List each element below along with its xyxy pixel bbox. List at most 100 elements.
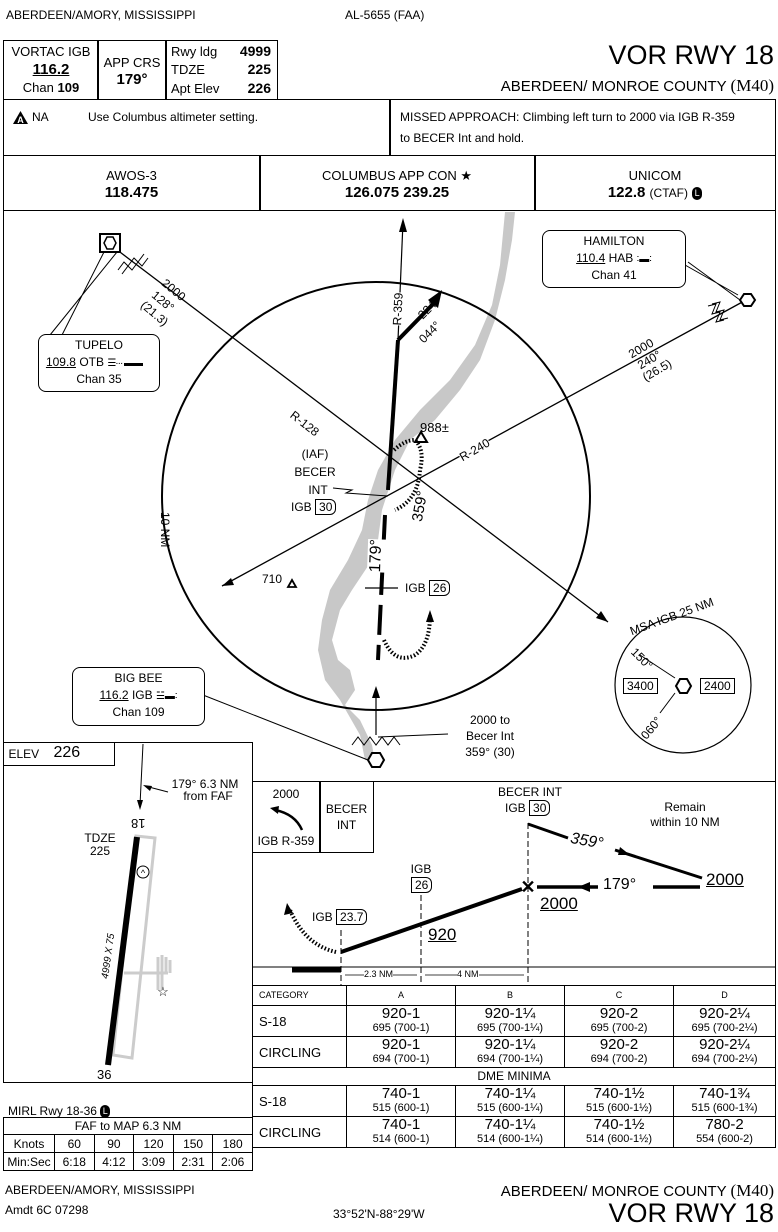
tupelo-break-icon xyxy=(117,253,149,275)
r240-arrowhead xyxy=(222,578,234,586)
faf-alt: 2000 xyxy=(540,894,578,913)
min-detail: 515 (600-1¼) xyxy=(476,1102,544,1114)
unicom-label: UNICOM xyxy=(628,168,682,183)
stepdown-dme: IGB 26 xyxy=(405,580,451,596)
airport-title: ABERDEEN/ MONROE COUNTY (M40) xyxy=(501,76,774,96)
missed-approach-line1: MISSED APPROACH: Climbing left turn to 2… xyxy=(400,110,735,124)
remain-line2: within 10 NM xyxy=(650,815,720,829)
time-value: 4:12 xyxy=(93,1152,135,1171)
final-course-line xyxy=(386,339,400,491)
tupelo-freq-line: 109.8 OTB ☰··· ▬▬ xyxy=(34,355,154,369)
elev-value: 226 xyxy=(53,743,81,761)
hamilton-navaid-box: HAMILTON 110.4 HAB ∶▬∶ Chan 41 xyxy=(542,230,686,288)
hold-arrowhead xyxy=(428,290,442,308)
min-detail: 695 (700-2) xyxy=(590,1022,648,1034)
msa-alt-east: 2400 xyxy=(700,678,735,694)
footer-airport-name: ABERDEEN/ MONROE COUNTY xyxy=(500,1183,727,1200)
rwy-ldg-label: Rwy ldg xyxy=(171,44,218,59)
min-value: 920-2 xyxy=(599,1036,639,1053)
min-detail: 695 (700-1¼) xyxy=(476,1022,544,1034)
min-value: 780-2 xyxy=(705,1116,744,1133)
profile-map-label: IGB xyxy=(312,910,333,924)
profile-sd-dme: 26 xyxy=(411,877,433,893)
tupelo-freq: 109.8 xyxy=(45,355,76,369)
bigbee-navaid-box: BIG BEE 116.2 IGB ☱▬∶ Chan 109 xyxy=(72,667,205,726)
hamilton-freq-line: 110.4 HAB ∶▬∶ xyxy=(543,251,685,265)
becer-iaf: (IAF) xyxy=(301,447,329,461)
missed-turn-arrowhead xyxy=(426,610,434,622)
profile-becer-dme-box: 30 xyxy=(529,800,551,816)
min-value: 920-1¼ xyxy=(484,1005,536,1022)
msa-sector-line-150 xyxy=(639,654,676,679)
lighting-l-icon: L xyxy=(692,186,703,200)
min-detail: 514 (600-1¼) xyxy=(476,1133,544,1145)
airport-id: (M40) xyxy=(730,76,774,95)
footer-airport-id: (M40) xyxy=(730,1181,774,1200)
bigbee-freq-line: 116.2 IGB ☱▬∶ xyxy=(73,688,204,702)
awos-label: AWOS-3 xyxy=(106,168,157,183)
min-detail: 695 (700-1) xyxy=(372,1022,430,1034)
outbound-leg-1 xyxy=(527,822,569,840)
hamilton-break-icon xyxy=(707,301,729,323)
dist1-label: 2.3 NM xyxy=(364,969,394,979)
tupelo-leader xyxy=(49,251,118,336)
pilot-controlled-lighting-icon: L xyxy=(100,1105,111,1119)
altimeter-note: Use Columbus altimeter setting. xyxy=(88,110,259,124)
remain-line1: Remain xyxy=(664,800,706,814)
becer-dme-label: IGB xyxy=(291,500,312,514)
ma-icon-box: 2000 IGB R-359 xyxy=(251,780,321,853)
tupelo-morse-icon: ☰··· ▬▬ xyxy=(107,358,143,369)
min-value: 920-2¼ xyxy=(699,1036,750,1053)
min-detail: 694 (700-1¼) xyxy=(476,1053,544,1065)
warning-triangle-icon: A xyxy=(13,111,28,124)
profile-map-dme: IGB 23.7 xyxy=(312,909,368,925)
row-label: CIRCLING xyxy=(252,1116,347,1148)
footer-procedure: VOR RWY 18 xyxy=(608,1198,774,1228)
ma-fix-line1: BECER xyxy=(325,801,368,816)
airport-name: ABERDEEN/ MONROE COUNTY xyxy=(500,78,727,95)
bigbee-morse-icon: ☱▬∶ xyxy=(155,691,178,702)
obstacle-710-icon xyxy=(286,578,298,588)
min-value: 920-1 xyxy=(381,1005,421,1022)
ma-fix-line2: INT xyxy=(336,817,357,832)
transition-line1: 2000 to xyxy=(469,713,511,727)
elev-label: ELEV xyxy=(8,746,40,761)
comms-divider-1 xyxy=(259,156,261,210)
msa-circle xyxy=(614,616,752,754)
min-value: 920-1 xyxy=(381,1036,421,1053)
tdze-value: 225 xyxy=(247,61,271,77)
lighting-label: MIRL Rwy 18-36 xyxy=(8,1104,97,1118)
min-detail: 515 (600-1¾) xyxy=(691,1102,758,1114)
min-value: 740-1 xyxy=(381,1116,421,1133)
tdze-label: TDZE xyxy=(171,62,205,77)
mda: 920 xyxy=(428,925,457,944)
comms-divider-2 xyxy=(534,156,536,210)
row-label: S-18 xyxy=(252,1085,347,1117)
footer-city-state: ABERDEEN/AMORY, MISSISSIPPI xyxy=(5,1183,195,1197)
beacon-icon xyxy=(136,865,150,879)
minimums-header-row: CATEGORY A B C D xyxy=(252,985,776,1006)
faf-cross-icon: ✕ xyxy=(520,877,535,897)
ma-radial: IGB R-359 xyxy=(257,833,315,848)
dist2-label: 4 NM xyxy=(457,969,479,979)
plan-view xyxy=(3,210,776,782)
runway-18-36 xyxy=(105,836,140,1066)
airport-star-icon: ☆ xyxy=(157,984,169,999)
hamilton-vortac-icon xyxy=(738,293,757,307)
min-detail: 515 (600-1½) xyxy=(585,1102,653,1114)
footer-amdt: Amdt 6C 07298 xyxy=(5,1203,89,1217)
ma-alt: 2000 xyxy=(272,786,300,801)
nav-box: VORTAC IGB 116.2 Chan 109 xyxy=(3,40,99,100)
svg-text:A: A xyxy=(17,115,24,124)
cat-d-header: D xyxy=(673,985,776,1006)
from-faf-line1: 179° 6.3 NM xyxy=(171,777,239,791)
r128-arrowhead xyxy=(596,611,608,622)
